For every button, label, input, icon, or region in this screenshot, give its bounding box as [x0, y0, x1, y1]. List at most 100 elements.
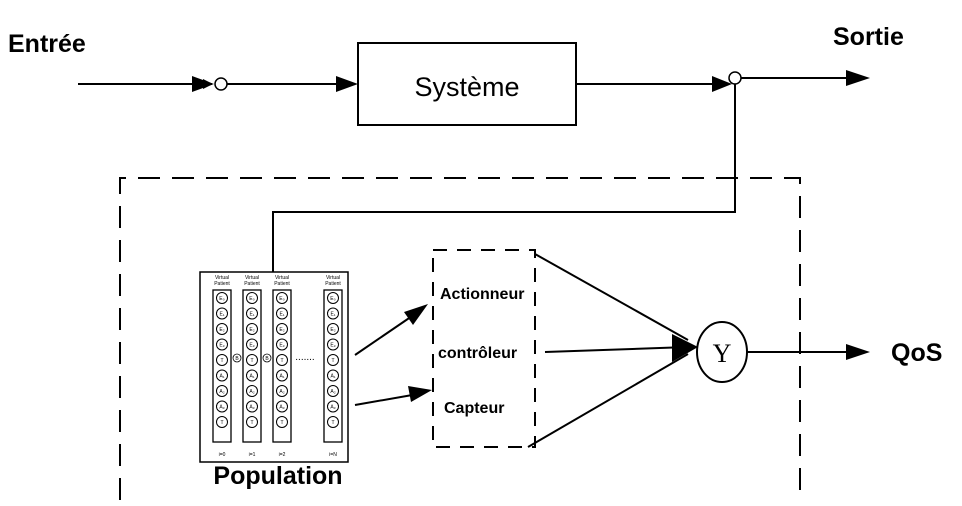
patient-node-label: E₂ [279, 327, 284, 333]
patient-node-label: A₃ [279, 405, 284, 411]
patient-node-label: T [220, 358, 223, 364]
patient-node-label: E₁ [249, 312, 254, 318]
patient-node-label: E₂ [219, 327, 224, 333]
patient-node-label: T [220, 420, 223, 426]
patient-node-label: T [331, 420, 334, 426]
population-to-sensor-arrowhead [408, 386, 432, 402]
patient-node-label: E₀ [219, 296, 224, 302]
population-label: Population [213, 462, 342, 490]
patient-node [216, 292, 228, 304]
patient-node [327, 292, 339, 304]
patient-node-label: A₂ [330, 389, 335, 395]
patient-node-label: A₂ [219, 389, 224, 395]
y-combiner-label: Y [713, 339, 732, 368]
patient-node-label: E₂ [249, 327, 254, 333]
patient-node [246, 354, 258, 366]
system-arrowhead [336, 76, 358, 92]
patient-node [216, 307, 228, 320]
input-summing-junction [214, 77, 228, 91]
population-ellipsis: ....... [295, 352, 314, 363]
patient-node-label: A₂ [249, 389, 254, 395]
input-arrowhead [192, 76, 214, 92]
patient-footer: i=N [329, 452, 337, 458]
controller-label: contrôleur [438, 345, 517, 362]
patient-node [216, 354, 228, 366]
output-label: Sortie [833, 23, 904, 51]
patient-node [276, 354, 288, 366]
patient-node [216, 323, 228, 335]
patient-node-label: A₂ [279, 389, 284, 395]
patient-node-label: E₂ [330, 327, 335, 333]
population-link [232, 353, 242, 363]
system-label: Système [414, 72, 519, 102]
patient-node [246, 369, 258, 382]
patient-footer: i=1 [249, 452, 256, 458]
patient-node [246, 338, 258, 351]
sensor-to-y-line [527, 353, 689, 448]
patient-node [246, 416, 258, 428]
population-to-sensor-line [354, 393, 419, 406]
patient-node-label: A₁ [249, 374, 254, 380]
patient-node [276, 416, 288, 428]
input-label: Entrée [8, 30, 86, 58]
population-link-label: B [235, 356, 239, 362]
patient-footer: i=2 [279, 452, 286, 458]
patient-node-label: E₃ [249, 343, 254, 349]
patient-header: Patient [325, 281, 341, 287]
population-to-actuator-line [354, 311, 419, 356]
patient-node [246, 323, 258, 335]
patient-node [327, 307, 339, 320]
patient-node-label: E₀ [279, 296, 284, 302]
patient-header: Virtual [275, 275, 289, 281]
patient-node [327, 323, 339, 335]
patient-node-label: E₁ [330, 312, 335, 318]
patient-node-label: E₀ [330, 296, 335, 302]
qos-label: QoS [891, 339, 942, 367]
patient-node [276, 307, 288, 320]
patient-node-label: A₃ [249, 405, 254, 411]
patient-node-label: A₃ [219, 405, 224, 411]
patient-node [216, 338, 228, 351]
system-box [357, 42, 577, 126]
patient-header: Virtual [215, 275, 229, 281]
patient-node [276, 292, 288, 304]
sensor-label: Capteur [444, 400, 504, 417]
controller-to-y-line [544, 346, 689, 353]
patient-node [216, 400, 228, 413]
patient-header: Patient [244, 281, 260, 287]
actuator-to-y-line [534, 253, 689, 341]
patient-node-label: A₁ [219, 374, 224, 380]
patient-node [246, 385, 258, 397]
patient-node [327, 385, 339, 397]
patient-node-label: E₁ [279, 312, 284, 318]
patient-node [276, 385, 288, 397]
output-arrowhead [846, 70, 870, 86]
patient-node [276, 323, 288, 335]
dashed-enclosure [119, 177, 801, 500]
output-junction-arrowhead [712, 76, 732, 92]
control-box [432, 249, 536, 448]
patient-header: Patient [214, 281, 230, 287]
patient-node [327, 338, 339, 351]
patient-node [276, 338, 288, 351]
patient-node-label: E₃ [279, 343, 284, 349]
patient-node [327, 354, 339, 366]
patient-node [276, 369, 288, 382]
patient-node-label: T [250, 420, 253, 426]
patient-node [327, 400, 339, 413]
patient-node [327, 416, 339, 428]
population-link [262, 353, 272, 363]
population-block: VirtualPatientE₀E₁E₂E₃TA₁A₂A₃Ti=0Virtual… [199, 271, 349, 463]
patient-node-label: T [280, 358, 283, 364]
patient-node [246, 307, 258, 320]
patient-node-label: E₃ [330, 343, 335, 349]
patient-node-label: E₁ [219, 312, 224, 318]
output-junction [728, 71, 742, 85]
patient-node [327, 369, 339, 382]
patient-node-label: E₃ [219, 343, 224, 349]
patient-node [216, 369, 228, 382]
y-input-arrowhead [672, 334, 698, 362]
patient-header: Virtual [245, 275, 259, 281]
population-to-actuator-arrowhead [404, 304, 428, 325]
